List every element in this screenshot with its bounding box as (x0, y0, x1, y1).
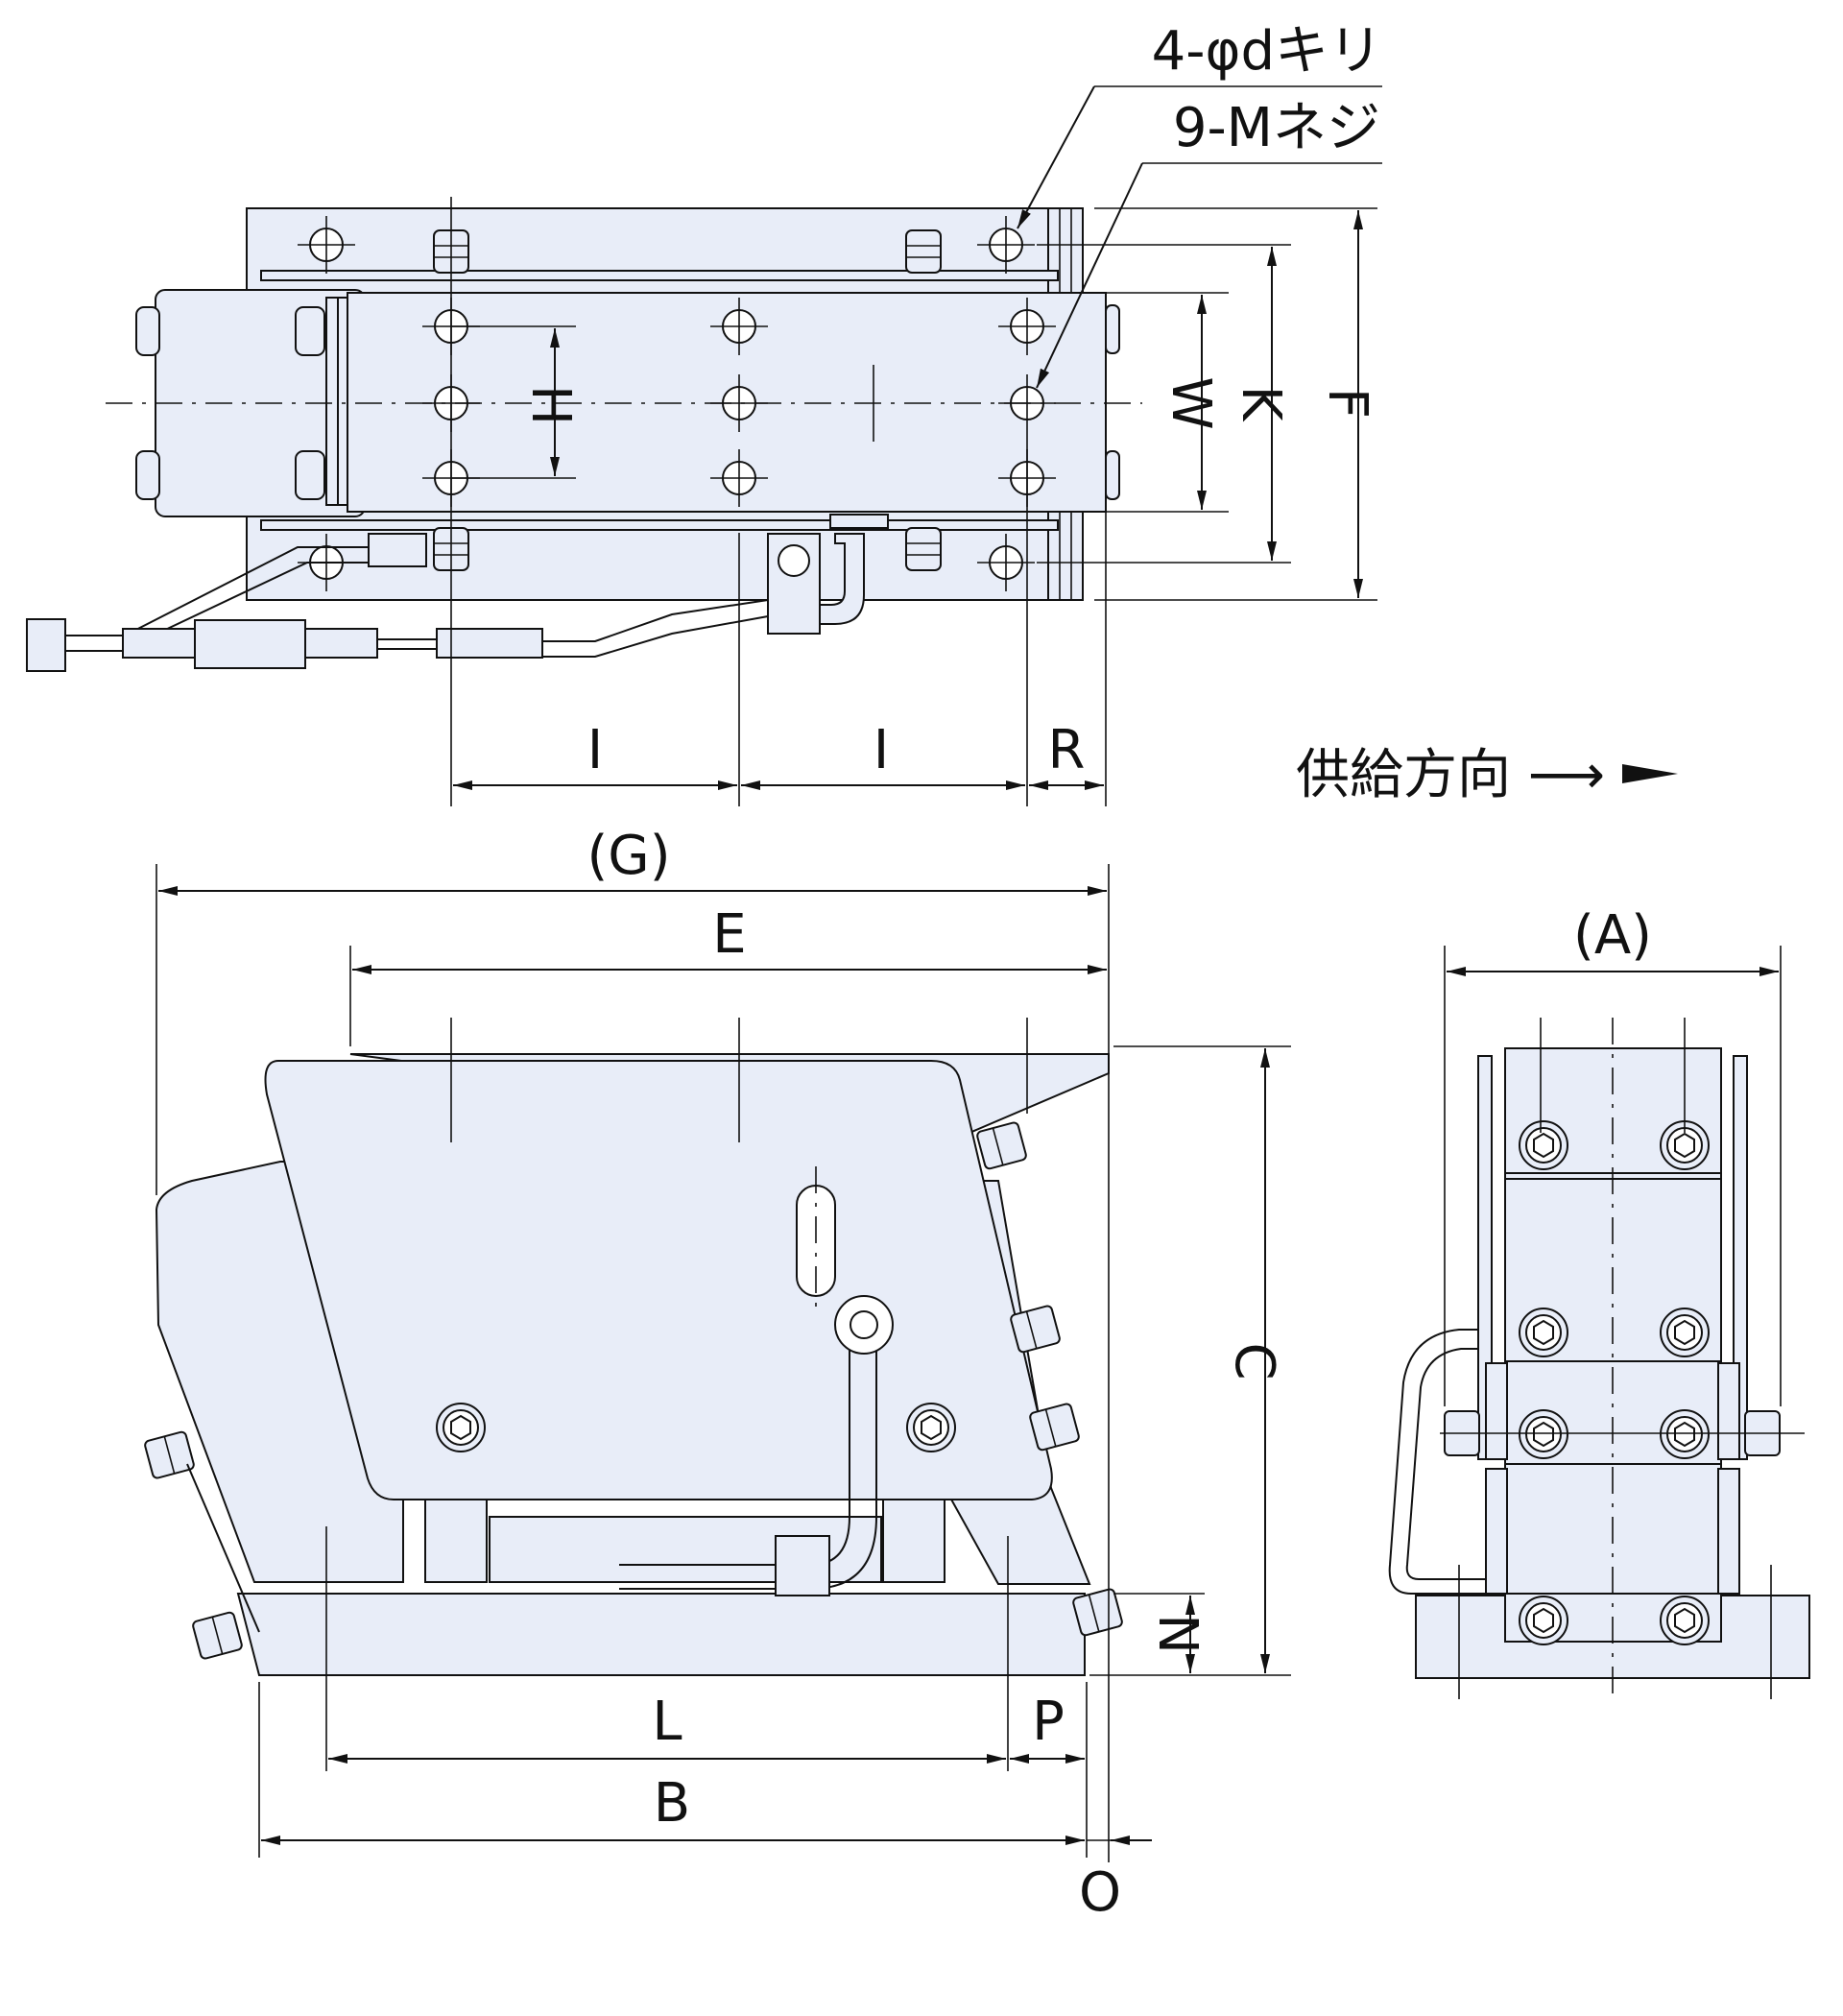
dim-W-label: W (1160, 376, 1222, 429)
dim-I1-label: I (587, 719, 604, 781)
feed-direction-label: 供給方向 ⟶ (1296, 744, 1605, 806)
side-upper-body (264, 1060, 1053, 1500)
top-leaf-spring-upper (260, 270, 1059, 281)
front-view (1388, 1018, 1810, 1699)
dim-G-label: (G) (586, 825, 670, 887)
side-base (236, 1593, 1086, 1676)
dim-F-label: F (1316, 388, 1378, 419)
top-leaf-spring-lower (260, 519, 1059, 531)
feed-direction-arrow (1622, 764, 1678, 783)
top-terminal-box (368, 533, 427, 567)
dim-N-label: N (1146, 1614, 1209, 1654)
dim-L-label: L (652, 1691, 682, 1753)
top-view (26, 207, 1142, 672)
dim-K-label: K (1230, 386, 1292, 422)
side-view (144, 1018, 1123, 1771)
top-cable-sleeve (194, 619, 306, 669)
top-view-dimensions: H W K F I I R 4-φdキリ 9-Mネジ 供給 (450, 20, 1678, 806)
dim-H-label: H (519, 385, 582, 425)
top-cable-connector (26, 618, 66, 672)
dim-E-label: E (712, 903, 746, 966)
side-view-dimensions: (G) E C N L P B O (156, 825, 1291, 1924)
dim-C-label: C (1223, 1342, 1285, 1380)
dim-B-label: B (654, 1772, 690, 1835)
front-view-dimensions: (A) (1444, 904, 1782, 1406)
dim-O-label: O (1079, 1861, 1121, 1924)
dim-P-label: P (1032, 1691, 1065, 1753)
dim-I2-label: I (874, 719, 890, 781)
dim-R-label: R (1048, 719, 1086, 781)
dim-A-label: (A) (1573, 904, 1652, 967)
hole-note: 4-φdキリ (1152, 20, 1382, 83)
thread-note: 9-Mネジ (1173, 97, 1380, 159)
